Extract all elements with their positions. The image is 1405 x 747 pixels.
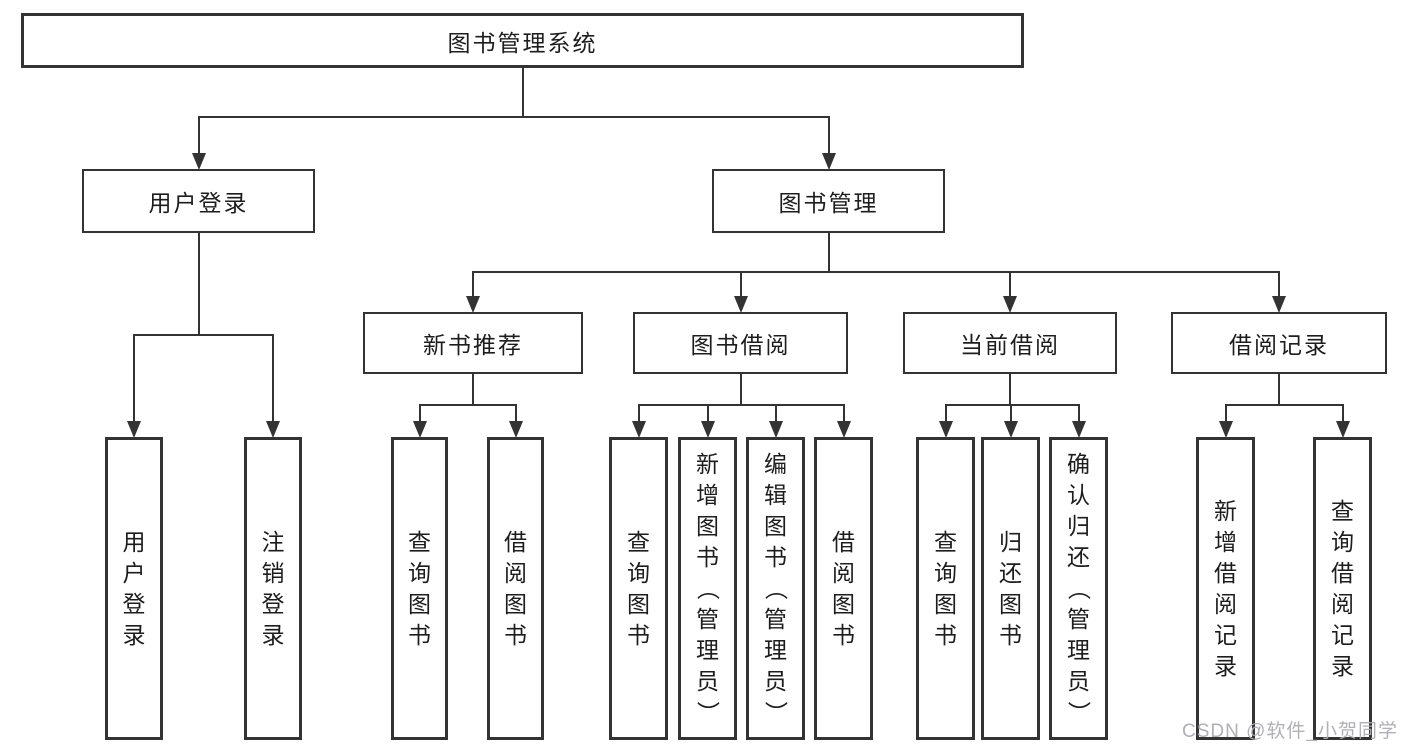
node-leaf-logout: 注销登录 bbox=[244, 437, 302, 740]
node-book-mgmt: 图书管理 bbox=[712, 169, 945, 233]
node-label-vertical: 归还图书 bbox=[999, 528, 1022, 648]
node-label-vertical: 注销登录 bbox=[261, 528, 285, 648]
node-label-vertical: 确认归还（管理员） bbox=[1066, 451, 1092, 725]
connector-line bbox=[827, 117, 830, 155]
arrow-down-icon bbox=[1003, 296, 1017, 313]
node-leaf-bb-query: 查询图书 bbox=[609, 437, 668, 740]
connector-bar bbox=[418, 404, 517, 406]
arrow-down-icon bbox=[1071, 421, 1086, 438]
connector-line bbox=[827, 233, 830, 272]
arrow-down-icon bbox=[631, 421, 646, 438]
arrow-down-icon bbox=[508, 421, 523, 438]
node-current-borrow: 当前借阅 bbox=[903, 312, 1117, 374]
node-leaf-nr-borrow: 借阅图书 bbox=[487, 437, 544, 740]
node-leaf-bb-edit: 编辑图书（管理员） bbox=[746, 437, 805, 740]
node-leaf-cb-confirm: 确认归还（管理员） bbox=[1049, 437, 1108, 740]
connector-line bbox=[739, 374, 742, 405]
connector-line bbox=[774, 405, 777, 423]
connector-bar bbox=[472, 271, 1280, 273]
node-leaf-user-login: 用户登录 bbox=[105, 437, 163, 740]
connector-line bbox=[739, 272, 742, 298]
connector-bar bbox=[197, 116, 830, 118]
node-label-vertical: 编辑图书（管理员） bbox=[763, 451, 789, 725]
arrow-down-icon bbox=[466, 296, 480, 313]
node-leaf-bb-borrow: 借阅图书 bbox=[814, 437, 873, 740]
connector-bar bbox=[637, 404, 845, 406]
node-leaf-nr-query: 查询图书 bbox=[391, 437, 448, 740]
arrow-down-icon bbox=[127, 421, 141, 438]
arrow-down-icon bbox=[1003, 421, 1018, 438]
csdn-watermark: CSDN @软件_小贺同学 bbox=[1182, 721, 1398, 742]
node-leaf-br-query: 查询借阅记录 bbox=[1313, 437, 1372, 740]
connector-line bbox=[521, 68, 524, 117]
arrow-down-icon bbox=[768, 421, 783, 438]
connector-line bbox=[472, 272, 474, 298]
connector-line bbox=[1278, 374, 1280, 405]
arrow-down-icon bbox=[700, 421, 715, 438]
connector-bar bbox=[1224, 404, 1344, 406]
connector-line bbox=[272, 335, 274, 423]
node-book-borrow: 图书借阅 bbox=[633, 312, 848, 374]
connector-line bbox=[197, 233, 200, 335]
node-label-vertical: 查询图书 bbox=[408, 528, 431, 648]
connector-bar bbox=[944, 404, 1080, 406]
node-borrow-records: 借阅记录 bbox=[1171, 312, 1387, 374]
connector-line bbox=[1341, 405, 1344, 423]
arrow-down-icon bbox=[266, 421, 280, 438]
arrow-down-icon bbox=[938, 421, 953, 438]
connector-bar bbox=[133, 334, 274, 336]
connector-line bbox=[197, 117, 200, 155]
node-label-vertical: 查询图书 bbox=[934, 528, 957, 648]
connector-line bbox=[514, 405, 517, 423]
connector-line bbox=[1278, 272, 1280, 298]
node-label-vertical: 查询图书 bbox=[627, 528, 650, 648]
arrow-down-icon bbox=[821, 153, 836, 170]
arrow-down-icon bbox=[1218, 421, 1233, 438]
connector-line bbox=[706, 405, 709, 423]
node-label-vertical: 查询借阅记录 bbox=[1331, 497, 1354, 679]
connector-line bbox=[1009, 272, 1011, 298]
node-leaf-cb-query: 查询图书 bbox=[916, 437, 975, 740]
connector-line bbox=[1224, 405, 1227, 423]
arrow-down-icon bbox=[191, 153, 206, 170]
connector-line bbox=[944, 405, 947, 423]
node-leaf-bb-add: 新增图书（管理员） bbox=[678, 437, 737, 740]
connector-line bbox=[842, 405, 845, 423]
node-label-vertical: 新增图书（管理员） bbox=[695, 451, 721, 725]
node-leaf-cb-return: 归还图书 bbox=[981, 437, 1040, 740]
connector-line bbox=[418, 405, 421, 423]
arrow-down-icon bbox=[1272, 296, 1286, 313]
node-new-book-rec: 新书推荐 bbox=[363, 312, 583, 374]
connector-line bbox=[1009, 405, 1012, 423]
connector-line bbox=[133, 335, 135, 423]
node-label-vertical: 借阅图书 bbox=[832, 528, 855, 648]
arrow-down-icon bbox=[733, 296, 748, 313]
node-user-login: 用户登录 bbox=[82, 169, 315, 233]
connector-line bbox=[1077, 405, 1080, 423]
node-label-vertical: 新增借阅记录 bbox=[1214, 497, 1237, 679]
arrow-down-icon bbox=[412, 421, 427, 438]
connector-line bbox=[1009, 374, 1011, 405]
connector-line bbox=[472, 374, 474, 405]
node-label-vertical: 借阅图书 bbox=[504, 528, 527, 648]
node-root: 图书管理系统 bbox=[21, 13, 1024, 68]
arrow-down-icon bbox=[1335, 421, 1350, 438]
connector-line bbox=[637, 405, 640, 423]
node-label-vertical: 用户登录 bbox=[122, 528, 146, 648]
arrow-down-icon bbox=[836, 421, 851, 438]
node-leaf-br-add: 新增借阅记录 bbox=[1196, 437, 1255, 740]
